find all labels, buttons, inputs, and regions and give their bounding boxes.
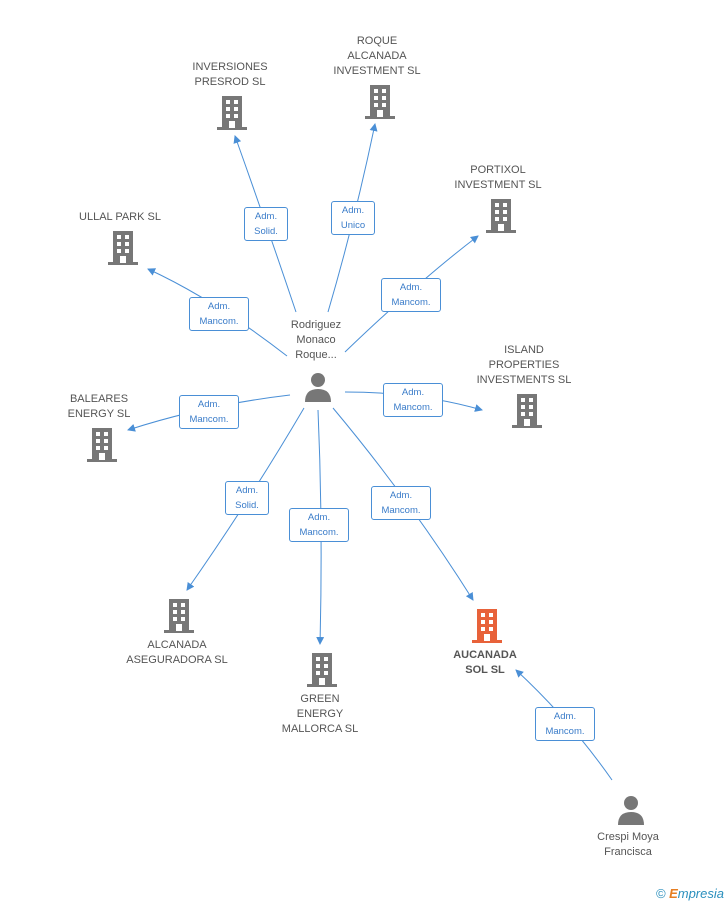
ullal-park-label[interactable]: ULLAL PARK SL	[79, 211, 161, 223]
center-person-label[interactable]: Rodriguez Monaco Roque...	[290, 319, 342, 361]
relation-badge-alcanada[interactable]: Adm. Solid.	[225, 481, 269, 515]
relation-badge-portixol[interactable]: Adm. Mancom.	[381, 278, 441, 312]
building-icon[interactable]	[87, 428, 117, 462]
building-icon[interactable]	[108, 231, 138, 265]
relation-badge-crespi[interactable]: Adm. Mancom.	[535, 707, 595, 741]
empresia-logo[interactable]: © Empresia	[656, 886, 724, 901]
relation-badge-green[interactable]: Adm. Mancom.	[289, 508, 349, 542]
building-icon[interactable]	[486, 199, 516, 233]
inversiones-presrod-label[interactable]: INVERSIONES PRESROD SL	[192, 61, 268, 88]
island-properties-label[interactable]: ISLAND PROPERTIES INVESTMENTS SL	[476, 344, 572, 386]
building-icon[interactable]	[307, 653, 337, 687]
building-icon[interactable]	[472, 609, 502, 643]
copyright-symbol: ©	[655, 886, 666, 901]
green-energy-label[interactable]: GREEN ENERGY MALLORCA SL	[281, 693, 359, 735]
relation-badge-aucanada[interactable]: Adm. Mancom.	[371, 486, 431, 520]
crespi-moya-label[interactable]: Crespi Moya Francisca	[597, 831, 659, 858]
relation-badge-inversiones[interactable]: Adm. Solid.	[244, 207, 288, 241]
relation-badge-ullal[interactable]: Adm. Mancom.	[189, 297, 249, 331]
baleares-energy-label[interactable]: BALEARES ENERGY SL	[67, 393, 131, 420]
building-icon[interactable]	[365, 85, 395, 119]
roque-alcanada-label[interactable]: ROQUE ALCANADA INVESTMENT SL	[333, 35, 421, 77]
building-icon[interactable]	[512, 394, 542, 428]
portixol-label[interactable]: PORTIXOL INVESTMENT SL	[454, 164, 542, 191]
building-icon[interactable]	[164, 599, 194, 633]
aucanada-sol-label[interactable]: AUCANADA SOL SL	[453, 649, 517, 676]
relation-badge-island[interactable]: Adm. Mancom.	[383, 383, 443, 417]
brand-name: mpresia	[677, 886, 724, 901]
relation-badge-baleares[interactable]: Adm. Mancom.	[179, 395, 239, 429]
brand-initial: E	[669, 886, 678, 901]
person-icon[interactable]	[617, 795, 645, 825]
building-icon[interactable]	[217, 96, 247, 130]
alcanada-aseguradora-label[interactable]: ALCANADA ASEGURADORA SL	[126, 639, 228, 666]
person-icon[interactable]	[304, 372, 332, 402]
relation-badge-roque[interactable]: Adm. Unico	[331, 201, 375, 235]
